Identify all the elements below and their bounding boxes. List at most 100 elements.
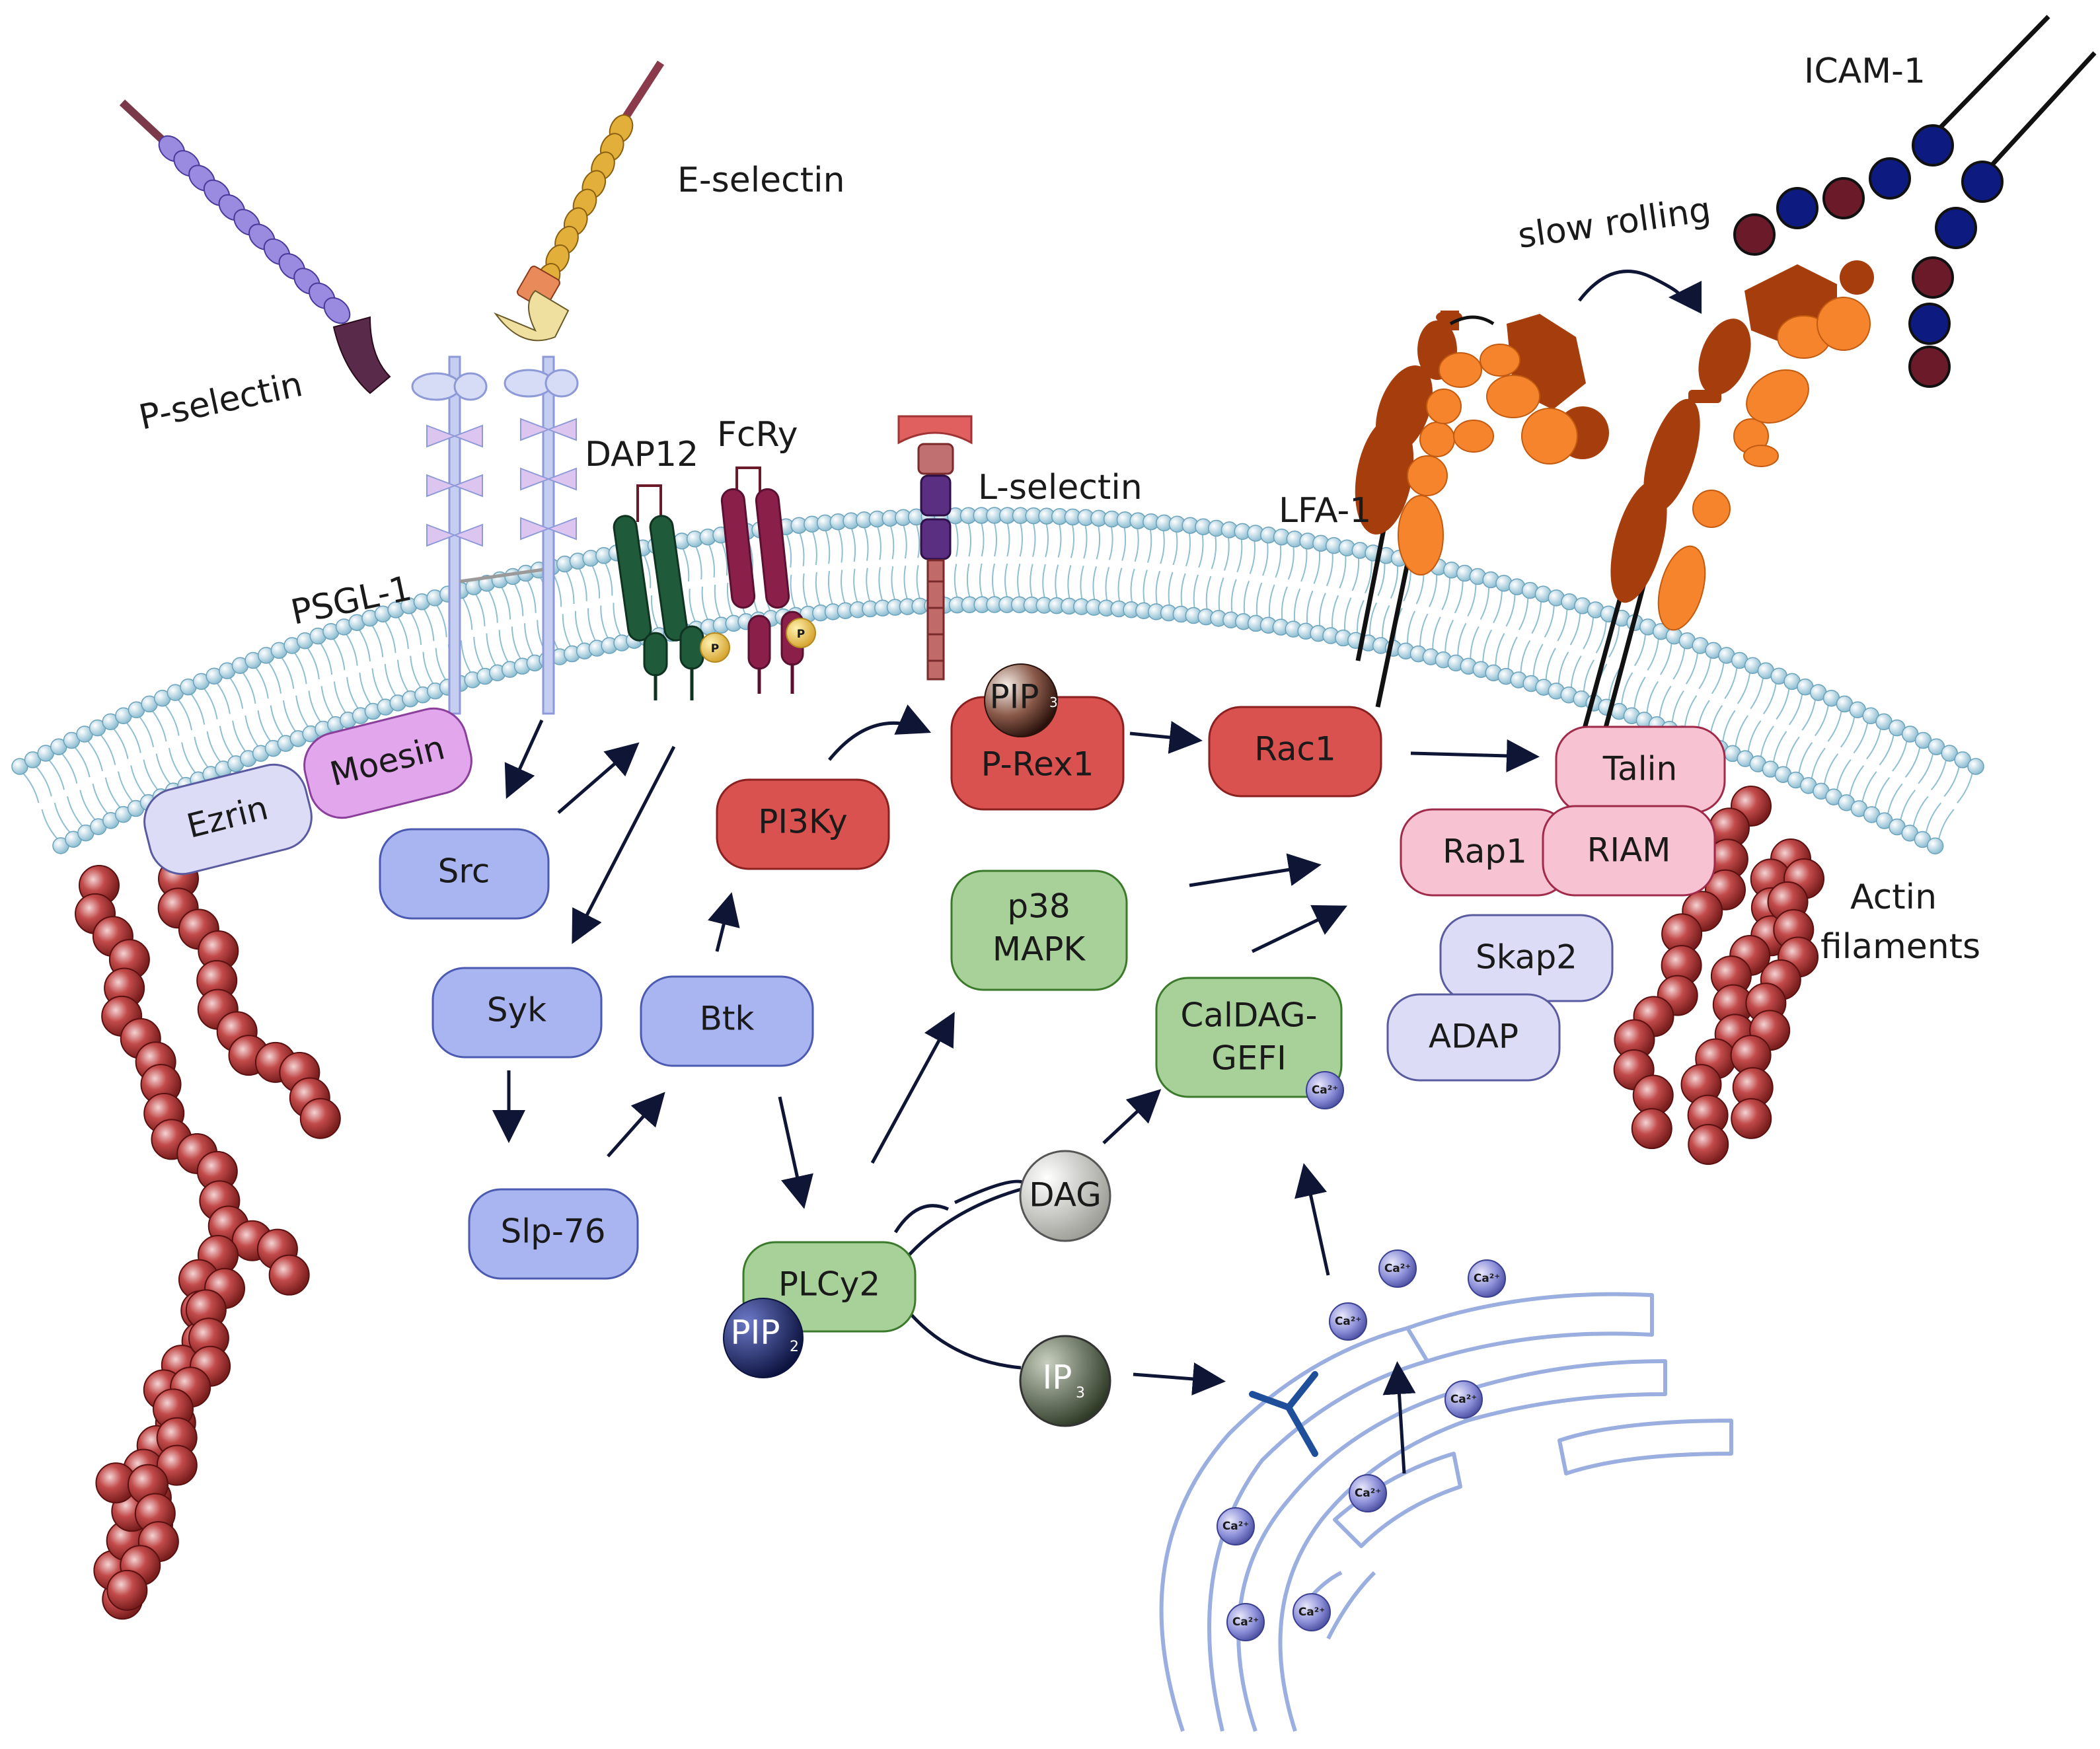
ig-domain [1822, 177, 1865, 219]
src-node: Src [379, 828, 550, 920]
lipid-tail [1339, 555, 1347, 589]
lipid-tail [219, 726, 234, 757]
p38-mapk-node: p38 MAPK [950, 870, 1128, 991]
lipid-tail [527, 580, 537, 613]
lipid-tail [1904, 747, 1921, 778]
lipid-tail [1467, 584, 1477, 617]
calcium-ions: Ca²⁺Ca²⁺Ca²⁺Ca²⁺Ca²⁺Ca²⁺Ca²⁺Ca²⁺Ca²⁺ [1217, 1071, 1506, 1641]
lipid-tail [1390, 566, 1399, 599]
lipid-tail [853, 568, 858, 603]
lipid-tail [486, 633, 496, 666]
lipid-tail [1172, 532, 1178, 566]
lipid-tail [650, 595, 659, 628]
dap12-label: DAP12 [585, 435, 698, 474]
lfa-1-label: LFA-1 [1279, 491, 1371, 531]
actin-monomer [106, 1569, 148, 1611]
lipid-tail [1281, 586, 1288, 620]
lipid-tail [333, 638, 346, 671]
lipid-tail [1957, 773, 1973, 803]
lipid-tail [1429, 574, 1438, 607]
lipid-tail [1672, 648, 1686, 680]
lipid-tail [1243, 580, 1250, 614]
rac1-node: Rac1 [1208, 706, 1382, 798]
calcium-ion-label: Ca²⁺ [1232, 1616, 1259, 1629]
lipid-tail [1419, 613, 1429, 646]
lipid-tail [1326, 553, 1333, 587]
actin-label-line2: filaments [1820, 927, 1980, 967]
actin-monomer [1731, 1098, 1772, 1139]
mucin-domain [426, 474, 483, 498]
lipid-tail [1912, 796, 1929, 827]
lipid-tail [1557, 651, 1569, 684]
lipid-tail [295, 695, 309, 727]
lipid-tail [1849, 765, 1865, 796]
lipid-tail [243, 672, 256, 704]
lipid-tail [1930, 760, 1947, 791]
lipid-tail [155, 753, 171, 784]
lipid-tail [574, 611, 583, 644]
sushi-domain [323, 297, 351, 324]
signaling-arrows [492, 704, 1540, 1474]
ip3-receptor [1249, 1371, 1318, 1457]
adap-node: ADAP [1386, 993, 1561, 1082]
lfa-1-extended [1573, 260, 1874, 761]
lipid-tail [891, 566, 895, 600]
lipid-tail [695, 546, 702, 580]
lipid-tail [178, 699, 192, 731]
talin-label: Talin [1602, 750, 1677, 788]
lipid-head [1954, 751, 1971, 768]
lipid-tail [1815, 705, 1829, 737]
lipid-tail [1735, 715, 1748, 747]
lipid-tail [1357, 600, 1365, 633]
lipid-tail [1006, 523, 1010, 557]
lipid-tail [473, 636, 484, 669]
ig-domain [1733, 213, 1776, 256]
lipid-tail [1698, 657, 1711, 689]
phospho-label-fcry: P [797, 628, 805, 641]
lipid-tail [511, 626, 521, 659]
lipid-tail [552, 574, 562, 607]
calcium-ion-label: Ca²⁺ [1298, 1606, 1325, 1619]
lipid-tail [268, 662, 282, 694]
ip3-subscript: 3 [1076, 1385, 1085, 1401]
lipid-tail [1031, 523, 1036, 557]
calcium-ion-label: Ca²⁺ [1450, 1393, 1477, 1406]
lipid-tail [1105, 567, 1110, 601]
lipid-tail [346, 634, 358, 666]
icam-1-label: ICAM-1 [1804, 52, 1926, 91]
lipid-tail [79, 790, 96, 821]
actin-monomer [1631, 1108, 1672, 1150]
calcium-ion [1349, 1474, 1387, 1512]
lipid-tail [1925, 802, 1942, 833]
lipid-tail [1827, 711, 1842, 742]
lipid-tail [1943, 766, 1960, 797]
lipid-tail [294, 652, 307, 685]
calcium-ion-label: Ca²⁺ [1355, 1487, 1381, 1500]
lipid-tail [320, 643, 333, 675]
calcium-ion-label: Ca²⁺ [1335, 1315, 1361, 1328]
lipid-tail [461, 640, 471, 673]
actin-label-line1: Actin [1850, 877, 1937, 917]
ig-domain [1935, 207, 1977, 249]
lipid-tail [600, 605, 609, 638]
calcium-ion-label: Ca²⁺ [1312, 1084, 1338, 1097]
lipid-tail [139, 716, 155, 747]
lipid-tail [866, 568, 871, 601]
adap-label: ADAP [1429, 1018, 1519, 1056]
lipid-tail [992, 563, 995, 597]
lipid-tail [1193, 574, 1199, 608]
lipid-tail [1331, 595, 1339, 628]
lipid-tail [384, 663, 396, 696]
lipid-tail [1608, 625, 1620, 658]
lipid-tail [1160, 531, 1165, 564]
lipid-tail [815, 572, 821, 606]
calcium-ion [1329, 1302, 1367, 1341]
syk-node: Syk [431, 967, 603, 1059]
lipid-tail [1415, 572, 1425, 605]
lipid-tail [1722, 710, 1736, 741]
lipid-tail [1798, 742, 1813, 773]
mucin-domain [520, 467, 577, 491]
lipid-tail [1671, 690, 1684, 722]
lipid-tail [1760, 726, 1774, 757]
